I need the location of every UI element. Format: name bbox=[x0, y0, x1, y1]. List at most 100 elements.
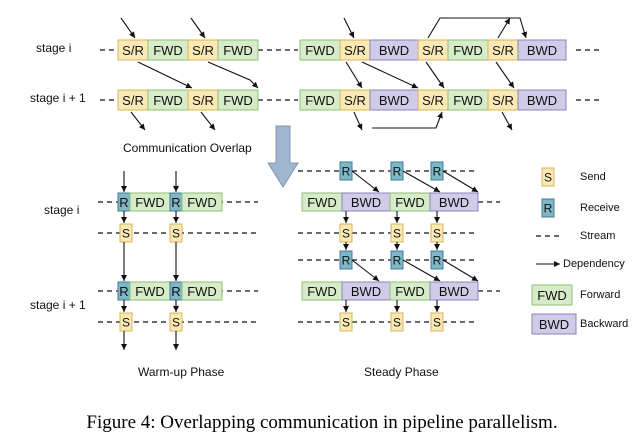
send-block-label: S bbox=[172, 316, 180, 330]
send-block-label: S bbox=[172, 227, 180, 241]
dependency-arrow bbox=[351, 170, 380, 193]
bwd-block-label: BWD bbox=[527, 93, 557, 108]
dependency-arrow bbox=[345, 61, 363, 89]
dependency-arrow bbox=[343, 17, 355, 39]
receive-block-label: R bbox=[393, 254, 402, 268]
receive-block-label: R bbox=[119, 284, 128, 299]
receive-block-label: R bbox=[342, 165, 351, 179]
dependency-arrow bbox=[190, 17, 206, 39]
warmup-caption: Warm-up Phase bbox=[138, 365, 225, 379]
bwd-block bbox=[517, 39, 567, 61]
send-block-label: S bbox=[342, 227, 350, 241]
fwd-block-label: FWD bbox=[305, 93, 335, 108]
bwd-block-label: BWD bbox=[379, 93, 409, 108]
dependency-arrow bbox=[351, 259, 380, 282]
fwd-block bbox=[531, 284, 573, 306]
fwd-block-label: FWD bbox=[395, 195, 425, 210]
fwd-block-label: FWD bbox=[307, 284, 337, 299]
dependency-arrow bbox=[425, 61, 445, 89]
fwd-block-label: FWD bbox=[223, 93, 253, 108]
dependency-arrow bbox=[207, 61, 259, 89]
receive-block-label: R bbox=[393, 165, 402, 179]
transform-arrow-icon bbox=[267, 125, 299, 188]
fwd-block-label: FWD bbox=[187, 284, 217, 299]
send-recv-block-label: S/R bbox=[192, 43, 214, 58]
bwd-block bbox=[517, 89, 567, 111]
send-block bbox=[339, 312, 353, 332]
bwd-block-label: BWD bbox=[351, 284, 381, 299]
fwd-block-label: FWD bbox=[395, 284, 425, 299]
fwd-block-label: FWD bbox=[453, 93, 483, 108]
receive-block-label: R bbox=[171, 284, 180, 299]
fwd-block-label: FWD bbox=[153, 43, 183, 58]
receive-block bbox=[541, 198, 555, 218]
receive-block-label: R bbox=[342, 254, 351, 268]
receive-block-label: R bbox=[171, 195, 180, 210]
dependency-arrow bbox=[442, 170, 479, 193]
dependency-arrow bbox=[442, 259, 479, 282]
fwd-block-label: FWD bbox=[307, 195, 337, 210]
fwd-block-label: FWD bbox=[453, 43, 483, 58]
fwd-block-label: FWD bbox=[135, 195, 165, 210]
send-recv-block-label: S/R bbox=[344, 93, 366, 108]
receive-block-label: R bbox=[433, 254, 442, 268]
send-recv-block-label: S/R bbox=[492, 43, 514, 58]
figure-caption: Figure 4: Overlapping communication in p… bbox=[86, 412, 558, 433]
dependency-arrow bbox=[501, 111, 513, 131]
row-label-bottom: stage i bbox=[44, 203, 79, 217]
fwd-block bbox=[181, 192, 223, 212]
send-recv-block-label: S/R bbox=[122, 43, 144, 58]
fwd-block bbox=[181, 281, 223, 301]
bwd-block-label: BWD bbox=[351, 195, 381, 210]
bwd-block bbox=[429, 192, 479, 212]
dependency-arrow bbox=[495, 61, 515, 89]
row-label-bottom: stage i + 1 bbox=[30, 298, 86, 312]
pipeline-diagram: stage i stage i + 1 S/R FWD S/R FWD FWD S/R BWD S… bbox=[30, 17, 628, 379]
dependency-arrow bbox=[427, 17, 528, 39]
fwd-block-label: FWD bbox=[305, 43, 335, 58]
bwd-block-label: BWD bbox=[439, 284, 469, 299]
dependency-arrow bbox=[120, 17, 136, 39]
send-recv-block-label: S/R bbox=[492, 93, 514, 108]
bwd-block-label: BWD bbox=[439, 195, 469, 210]
dependency-arrow bbox=[200, 111, 216, 131]
send-recv-block-label: S/R bbox=[344, 43, 366, 58]
receive-block-label: R bbox=[119, 195, 128, 210]
legend-stream-label: Stream bbox=[580, 230, 615, 242]
send-block-label: S bbox=[122, 227, 130, 241]
send-block bbox=[119, 223, 133, 243]
send-block-label: S bbox=[122, 316, 130, 330]
row-label-top: stage i bbox=[36, 41, 71, 55]
bwd-block bbox=[429, 281, 479, 301]
receive-block-label: R bbox=[544, 202, 553, 216]
bwd-block-label: BWD bbox=[379, 43, 409, 58]
send-block bbox=[119, 312, 133, 332]
fwd-block-label: FWD bbox=[223, 43, 253, 58]
overlap-caption: Communication Overlap bbox=[123, 141, 252, 155]
bwd-block bbox=[531, 313, 577, 335]
send-recv-block-label: S/R bbox=[422, 93, 444, 108]
send-recv-block-label: S/R bbox=[422, 43, 444, 58]
dependency-arrow bbox=[361, 61, 419, 89]
legend-forward-label: Forward bbox=[580, 289, 620, 301]
send-recv-block-label: S/R bbox=[192, 93, 214, 108]
dependency-arrow bbox=[137, 61, 193, 89]
send-block-label: S bbox=[342, 316, 350, 330]
dependency-arrow bbox=[402, 170, 441, 193]
fwd-block-label: FWD bbox=[153, 93, 183, 108]
send-block bbox=[390, 312, 404, 332]
row-label-top: stage i + 1 bbox=[30, 91, 86, 105]
send-block bbox=[541, 167, 555, 187]
fwd-block-label: FWD bbox=[187, 195, 217, 210]
dependency-arrow bbox=[353, 111, 363, 131]
dependency-arrow bbox=[402, 259, 441, 282]
send-block bbox=[430, 312, 444, 332]
bwd-block-label: BWD bbox=[539, 317, 569, 332]
send-block-label: S bbox=[544, 171, 552, 185]
fwd-block bbox=[217, 89, 259, 111]
steady-caption: Steady Phase bbox=[364, 365, 439, 379]
fwd-block-label: FWD bbox=[537, 288, 567, 303]
dependency-arrow bbox=[372, 111, 443, 129]
dependency-arrow bbox=[130, 111, 146, 131]
send-block-label: S bbox=[433, 227, 441, 241]
